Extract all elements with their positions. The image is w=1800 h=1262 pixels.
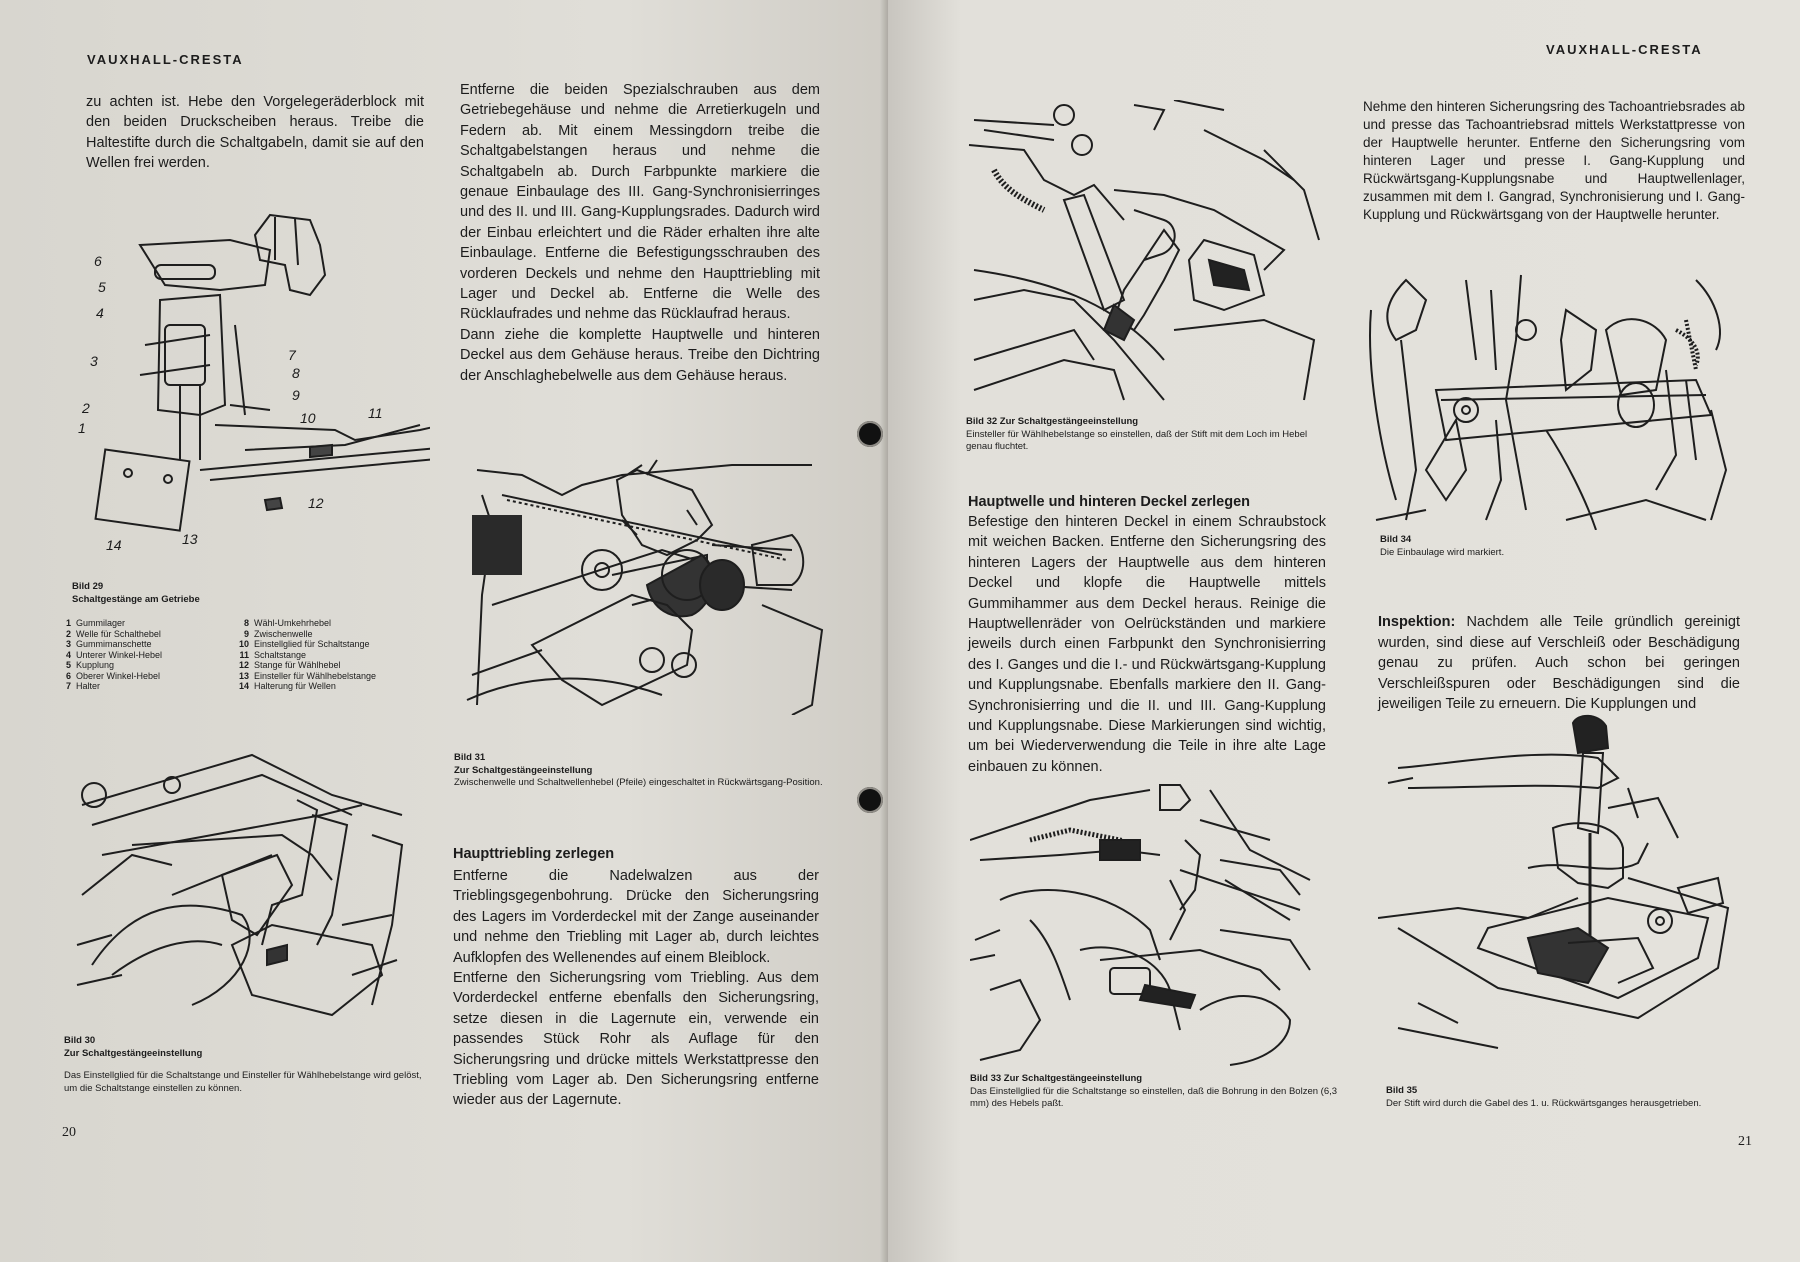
figure-34-illustration — [1366, 270, 1736, 530]
legend-number: 11 — [239, 649, 249, 660]
legend-label: Schaltstange — [254, 649, 307, 660]
figure-title: Zur Schaltgestängeeinstellung — [454, 764, 593, 776]
legend-number: 7 — [65, 681, 71, 691]
figure-title: Schaltgestänge am Getriebe — [72, 593, 200, 605]
figure-text: Die Einbaulage wird markiert. — [1380, 546, 1505, 558]
text-column-2-top: Nehme den hinteren Sicherungsring des Ta… — [1363, 99, 1745, 222]
right-page: VAUXHALL-CRESTA Bild 32 Zur Schaltg — [888, 0, 1800, 1262]
legend-label: Welle für Schalthebel — [76, 628, 161, 639]
callout-10: 10 — [300, 410, 316, 426]
legend-label: Halterung für Wellen — [254, 681, 336, 691]
legend-label: Zwischenwelle — [254, 628, 313, 639]
legend-label: Gummilager — [76, 618, 126, 628]
legend-label: Gummimanschette — [76, 639, 152, 649]
figure-35-illustration — [1378, 708, 1748, 1078]
callout-2: 2 — [82, 400, 90, 416]
legend-number: 12 — [238, 660, 249, 670]
figure-31-illustration — [462, 455, 832, 715]
inspection-label: Inspektion: — [1378, 614, 1456, 631]
legend-number: 13 — [238, 670, 249, 681]
text-column-2: Entferne die beiden Spezialschrauben aus… — [460, 82, 820, 384]
legend-label: Wähl-Umkehrhebel — [254, 618, 332, 628]
callout-14: 14 — [106, 537, 122, 553]
callout-11: 11 — [368, 405, 383, 421]
figure-number: Bild 32 — [966, 416, 998, 427]
figure-title: Zur Schaltgestängeeinstellung — [1003, 1073, 1143, 1084]
binding-hole — [857, 421, 883, 447]
legend-label: Oberer Winkel-Hebel — [76, 670, 161, 681]
callout-13: 13 — [182, 531, 198, 547]
legend-number: 14 — [238, 681, 249, 691]
figure-text: Das Einstellglied für die Schaltstange u… — [64, 1070, 422, 1094]
legend-number: 4 — [65, 649, 71, 660]
figure-number: Bild 33 — [970, 1073, 1002, 1084]
figure-title: Zur Schaltgestängeeinstellung — [999, 416, 1139, 427]
legend-number: 5 — [65, 660, 71, 670]
figure-text: Der Stift wird durch die Gabel des 1. u.… — [1386, 1097, 1702, 1109]
section-text: Befestige den hinteren Deckel in einem S… — [968, 514, 1326, 775]
page-number: 20 — [62, 1125, 76, 1140]
legend-number: 10 — [238, 639, 249, 649]
text-column-1: zu achten ist. Hebe den Vorgelegeräderbl… — [86, 94, 424, 172]
figure-29-legend: 1 Gummilager 8 Wähl-Umkehrhebel 2 Welle für… — [62, 618, 424, 692]
callout-8: 8 — [292, 365, 300, 381]
figure-title: Zur Schaltgestängeeinstellung — [64, 1047, 203, 1059]
figure-number: Bild 29 — [72, 581, 104, 592]
callout-3: 3 — [90, 353, 98, 369]
callout-4: 4 — [96, 305, 104, 321]
figure-33-caption: Bild 33 Zur Schaltgestängeeinstellung Da… — [970, 1073, 1340, 1111]
figure-number: Bild 30 — [64, 1035, 96, 1046]
legend-label: Kupplung — [76, 660, 115, 670]
page-number: 21 — [1738, 1134, 1752, 1149]
legend-label: Stange für Wählhebel — [254, 660, 341, 670]
section-heading: Haupttriebling zerlegen — [453, 846, 615, 862]
page-header: VAUXHALL-CRESTA — [87, 52, 244, 67]
legend-number: 3 — [65, 639, 71, 649]
left-page: VAUXHALL-CRESTA zu achten ist. Hebe den … — [0, 0, 888, 1262]
callout-7: 7 — [288, 347, 296, 363]
legend-label: Unterer Winkel-Hebel — [76, 649, 163, 660]
page-header: VAUXHALL-CRESTA — [1546, 42, 1703, 57]
figure-30-caption: Bild 30 Zur Schaltgestängeeinstellung Da… — [64, 1035, 424, 1095]
legend-number: 2 — [65, 628, 71, 639]
figure-33-illustration — [970, 780, 1320, 1070]
figure-text: Einsteller für Wählhebelstange so einste… — [966, 428, 1308, 453]
figure-32-illustration — [964, 100, 1324, 410]
legend-number: 8 — [243, 618, 249, 628]
figure-text: Das Einstellglied für die Schaltstange s… — [970, 1085, 1338, 1110]
figure-31-caption: Bild 31 Zur Schaltgestängeeinstellung Zw… — [454, 752, 824, 790]
callout-5: 5 — [98, 279, 106, 295]
figure-number: Bild 35 — [1386, 1085, 1418, 1096]
legend-label: Einsteller für Wählhebelstange — [254, 670, 377, 681]
section-heading: Hauptwelle und hinteren Deckel zerlegen — [968, 494, 1251, 510]
inspection-paragraph: Inspektion: Nachdem alle Teile gründlich… — [1378, 592, 1740, 714]
callout-1: 1 — [78, 420, 86, 436]
callout-6: 6 — [94, 253, 102, 269]
figure-29-linkage-diagram: 6 5 4 3 2 1 7 8 9 10 11 12 13 14 — [70, 205, 430, 565]
legend-label: Halter — [76, 681, 101, 691]
figure-30-illustration — [72, 745, 412, 1025]
figure-32-caption: Bild 32 Zur Schaltgestängeeinstellung Ei… — [966, 416, 1336, 454]
callout-12: 12 — [308, 495, 324, 511]
section-text: Entferne die Nadelwalzen aus der Triebli… — [453, 868, 819, 1109]
figure-number: Bild 31 — [454, 752, 486, 763]
figure-35-caption: Bild 35 Der Stift wird durch die Gabel d… — [1386, 1085, 1766, 1110]
figure-29-caption: Bild 29 Schaltgestänge am Getriebe — [72, 581, 200, 606]
figure-34-caption: Bild 34 Die Einbaulage wird markiert. — [1380, 534, 1740, 559]
legend-number: 1 — [65, 618, 71, 628]
legend-label: Einstellglied für Schaltstange — [254, 639, 370, 649]
figure-text: Zwischenwelle und Schaltwellenhebel (Pfe… — [454, 777, 823, 788]
inspection-text: Nachdem alle Teile gründlich gereinigt w… — [1378, 614, 1740, 713]
binding-hole — [857, 787, 883, 813]
legend-number: 9 — [243, 628, 249, 639]
callout-9: 9 — [292, 387, 300, 403]
legend-number: 6 — [65, 670, 71, 681]
figure-number: Bild 34 — [1380, 534, 1412, 545]
